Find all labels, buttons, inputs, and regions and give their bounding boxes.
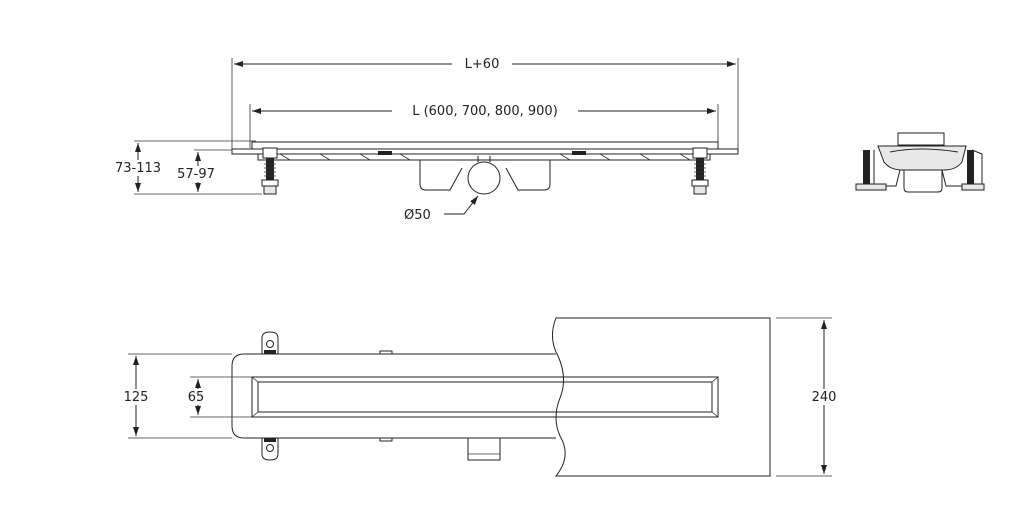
channel-width-label: 125 [124,390,149,405]
grate-frame [251,376,719,418]
side-view: L+60 L (600, 700, 800, 900) [114,57,739,223]
floor-width-label: 240 [812,390,837,405]
end-grate [897,132,945,146]
total-height-label: 73-113 [115,161,161,176]
end-base-left [855,183,887,191]
mounting-bracket-top [261,331,279,355]
tab-top [379,350,393,355]
dimension-overall-length: L+60 [234,57,736,72]
channel-outline [231,353,556,439]
clip-left [378,151,392,155]
end-foot-right [967,150,974,184]
dimension-length: L (600, 700, 800, 900) [252,104,716,119]
dimension-outlet: Ø50 [404,195,479,223]
overall-length-label: L+60 [465,57,500,72]
stiffening-ribs [279,153,691,161]
length-label: L (600, 700, 800, 900) [412,104,558,119]
dimension-channel-width: 125 [122,356,150,436]
dimension-total-height: 73-113 [114,143,162,192]
adjustable-foot-left [261,147,279,195]
outlet-neck [477,156,491,162]
grate-side [251,141,719,150]
body-height-label: 57-97 [177,167,215,182]
channel-side-profile [231,141,739,195]
clip-right [572,151,586,155]
floor-section [552,317,771,477]
end-base-right [961,183,985,191]
top-view: 125 65 240 [122,317,840,477]
adjustable-foot-right [691,147,709,195]
end-channel [877,145,967,171]
outlet-top-view [467,437,501,461]
mounting-bracket-bottom [261,437,279,461]
tab-bottom [379,437,393,442]
outlet-label: Ø50 [404,208,431,223]
end-sump [903,170,943,193]
dimension-floor-width: 240 [808,320,840,474]
end-view [855,132,985,193]
sump-housing [419,160,551,191]
end-foot-left [863,150,870,184]
dimension-grate-width: 65 [184,379,210,415]
top-flange [231,148,739,155]
channel-body-bottom [257,154,711,161]
grate-width-label: 65 [188,390,205,405]
end-channel-inner [889,148,959,153]
outlet-pipe [467,161,501,195]
grate-inner [257,381,713,413]
dimension-body-height: 57-97 [172,152,220,192]
